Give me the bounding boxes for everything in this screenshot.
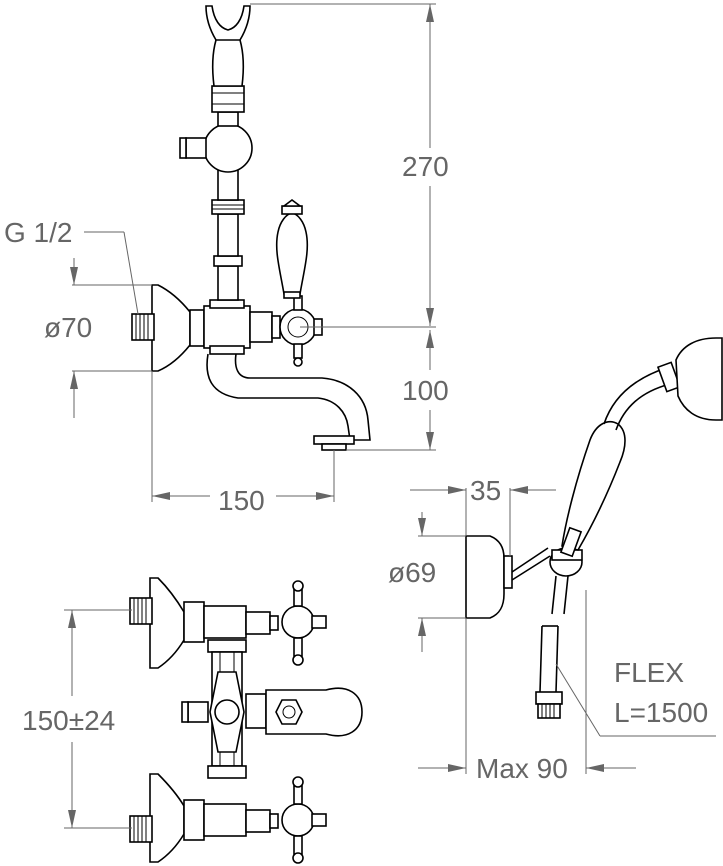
dimension-lines-top — [70, 3, 436, 502]
label-height-spout: 100 — [402, 375, 449, 406]
label-thread: G 1/2 — [4, 217, 72, 248]
label-holder-max: Max 90 — [476, 753, 568, 784]
label-hose-type: FLEX — [614, 657, 684, 688]
label-hose-length: L=1500 — [614, 697, 708, 728]
label-center-distance: 150±24 — [22, 705, 115, 736]
label-holder-diameter: ø69 — [388, 557, 436, 588]
mixer-front-view — [129, 577, 363, 864]
label-height-holder: 270 — [402, 151, 449, 182]
label-depth: 150 — [218, 485, 265, 516]
dimension-lines-hand-shower — [410, 486, 716, 774]
hand-shower-view — [465, 337, 723, 719]
dimension-lines-bottom — [64, 609, 132, 829]
mixer-side-view — [131, 5, 371, 451]
label-flange-diameter: ø70 — [44, 312, 92, 343]
label-holder-depth: 35 — [470, 475, 501, 506]
